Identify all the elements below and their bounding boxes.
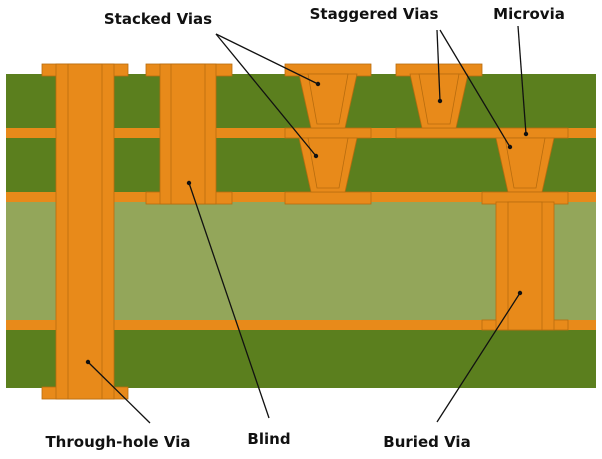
label-microvia: Microvia (493, 5, 565, 23)
tip-stacked-upper (315, 81, 321, 87)
blind-core (170, 63, 206, 205)
leader-through-hole (87, 361, 151, 424)
leader-stacked-lower (215, 33, 317, 157)
through-hole-via (41, 63, 129, 400)
staggered-lower-microvia-inner (504, 137, 546, 189)
tip-staggered-upper (437, 98, 443, 104)
label-through-hole-via: Through-hole Via (45, 433, 190, 451)
label-stacked-vias: Stacked Vias (104, 10, 212, 28)
leader-buried (436, 292, 521, 423)
staggered-upper-microvia-inner (418, 73, 460, 125)
label-blind: Blind (247, 430, 290, 448)
tip-stacked-lower (313, 153, 319, 159)
through-hole-core (67, 63, 103, 400)
tip-through-hole (85, 359, 91, 365)
buried-core (507, 201, 543, 331)
leader-stacked-upper (215, 33, 319, 85)
tip-microvia (523, 131, 529, 137)
label-buried-via: Buried Via (383, 433, 470, 451)
leader-lines (87, 25, 527, 424)
stacked-upper-microvia-inner (307, 73, 349, 125)
copper-plane-3 (6, 320, 596, 330)
buried-via (481, 191, 569, 331)
stacked-vias (284, 63, 372, 205)
leader-microvia (517, 25, 527, 135)
blind-via (145, 63, 233, 205)
tip-buried (517, 290, 523, 296)
labels: Stacked Vias Staggered Vias Microvia Thr… (45, 5, 564, 451)
tip-blind (186, 180, 192, 186)
leader-blind (188, 182, 270, 419)
staggered-mid-pad (395, 127, 569, 139)
label-staggered-vias: Staggered Vias (310, 5, 439, 23)
leader-staggered-lower (439, 29, 511, 148)
stacked-lower-microvia-inner (307, 137, 349, 189)
leader-staggered-upper (436, 29, 441, 102)
tip-staggered-lower (507, 144, 513, 150)
leader-tips (85, 81, 529, 365)
stacked-bottom-pad (284, 191, 372, 205)
